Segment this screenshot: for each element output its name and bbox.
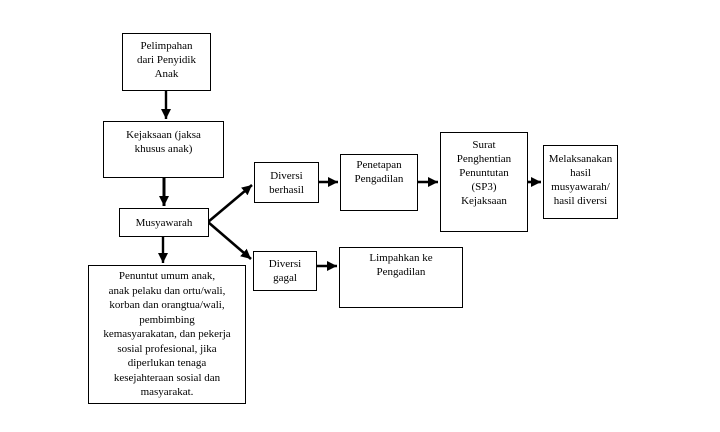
node-diversi-gagal: Diversi gagal	[253, 251, 317, 291]
node-penetapan-pengadilan: Penetapan Pengadilan	[340, 154, 418, 211]
node-pelimpahan-dari-penyidik-anak: Pelimpahan dari Penyidik Anak	[122, 33, 211, 91]
node-musyawarah: Musyawarah	[119, 208, 209, 237]
node-limpahkan-ke-pengadilan: Limpahkan ke Pengadilan	[339, 247, 463, 308]
node-peserta-musyawarah: Penuntut umum anak, anak pelaku dan ortu…	[88, 265, 246, 404]
arrow-musyawarah-to-diversi-berhasil	[207, 184, 253, 223]
node-melaksanakan-hasil-diversi: Melaksanakan hasil musyawarah/ hasil div…	[543, 145, 618, 219]
arrow-musyawarah-to-diversi-gagal	[207, 221, 252, 260]
node-sp3-kejaksaan: Surat Penghentian Penuntutan (SP3) Kejak…	[440, 132, 528, 232]
node-diversi-berhasil: Diversi berhasil	[254, 162, 319, 203]
node-kejaksaan-jaksa-khusus-anak: Kejaksaan (jaksa khusus anak)	[103, 121, 224, 178]
